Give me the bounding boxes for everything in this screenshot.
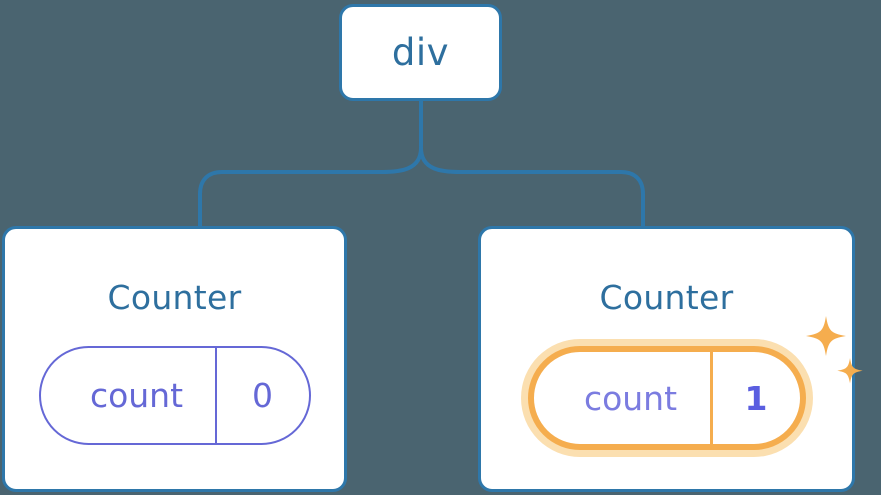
state-value: 0 [214, 348, 309, 443]
component-title: Counter [107, 278, 242, 317]
tree-node-div[interactable]: div [339, 4, 502, 101]
state-value: 1 [709, 352, 800, 444]
tree-node-div-label: div [391, 31, 450, 74]
component-title: Counter [599, 278, 734, 317]
state-pill-wrap: count 0 [38, 346, 311, 445]
sparkles-icon [805, 316, 863, 384]
state-pill-highlighted[interactable]: count 1 [527, 346, 806, 450]
state-key: count [583, 378, 678, 418]
state-key: count [89, 376, 184, 415]
tree-node-counter-left[interactable]: Counter count 0 [2, 226, 347, 492]
tree-node-counter-right[interactable]: Counter count 1 [478, 226, 863, 492]
state-pill[interactable]: count 0 [38, 346, 311, 445]
state-pill-wrap: count 1 [527, 316, 863, 450]
